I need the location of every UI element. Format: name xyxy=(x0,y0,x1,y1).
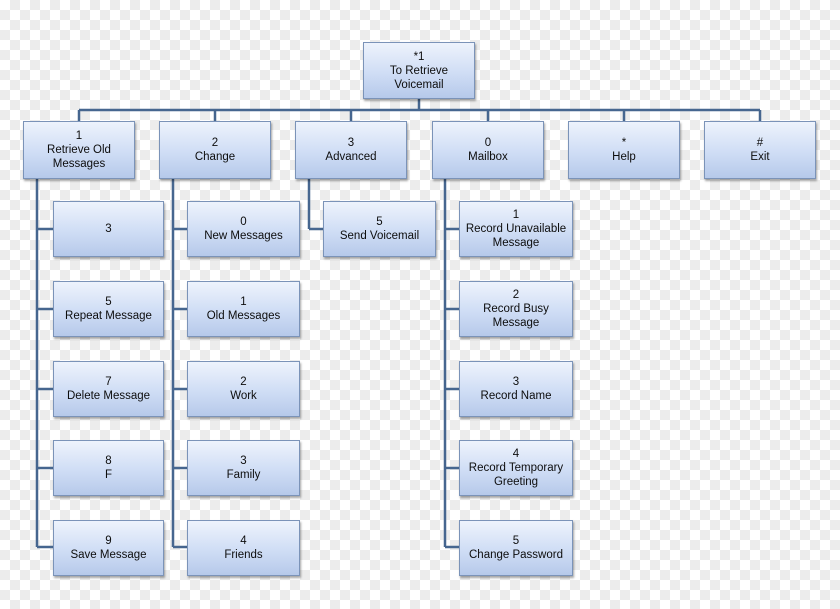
node-key: # xyxy=(756,137,764,149)
node-label: Record Unavailable Message xyxy=(465,223,567,249)
change-option-node: 0 New Messages xyxy=(187,201,300,257)
node-key: 1 xyxy=(240,296,247,308)
node-key: 2 xyxy=(211,137,219,149)
node-label: Help xyxy=(612,151,636,163)
mailbox-option-node: 1 Record Unavailable Message xyxy=(459,201,573,257)
node-label: F xyxy=(104,469,113,481)
menu-node-retrieve-old: 1 Retrieve Old Messages xyxy=(23,121,135,179)
node-label: Friends xyxy=(224,549,263,561)
node-key: 8 xyxy=(105,455,112,467)
menu-node-advanced: 3 Advanced xyxy=(295,121,407,179)
node-label: Family xyxy=(226,469,261,481)
menu-node-help: * Help xyxy=(568,121,680,179)
menu-node-change: 2 Change xyxy=(159,121,271,179)
node-key: 7 xyxy=(105,376,112,388)
node-label: Mailbox xyxy=(468,151,508,163)
menu-node-mailbox: 0 Mailbox xyxy=(432,121,544,179)
node-key: 5 xyxy=(376,216,383,228)
node-label: Old Messages xyxy=(206,310,281,322)
retrieve-option-node: 8 F xyxy=(53,440,164,496)
node-label: Record Busy Message xyxy=(483,303,549,329)
node-key: 9 xyxy=(105,535,112,547)
retrieve-option-node: 9 Save Message xyxy=(53,520,164,576)
node-key: 1 xyxy=(75,130,83,142)
change-option-node: 2 Work xyxy=(187,361,300,417)
advanced-option-node: 5 Send Voicemail xyxy=(323,201,436,257)
node-label: To Retrieve Voicemail xyxy=(389,64,449,91)
node-label: Send Voicemail xyxy=(339,230,420,242)
node-key: 2 xyxy=(512,289,520,301)
node-key: 3 xyxy=(105,223,112,235)
node-label: Advanced xyxy=(325,151,377,163)
retrieve-option-node: 5 Repeat Message xyxy=(53,281,164,337)
mailbox-option-node: 5 Change Password xyxy=(459,520,573,576)
node-key: 1 xyxy=(512,209,520,221)
node-label: Exit xyxy=(750,151,770,163)
node-key: 3 xyxy=(512,376,520,388)
node-label: Save Message xyxy=(70,549,147,561)
node-label: Record Name xyxy=(480,390,552,402)
change-option-node: 3 Family xyxy=(187,440,300,496)
node-key: * xyxy=(621,137,627,149)
node-label: Change xyxy=(194,151,236,163)
retrieve-option-node: 3 xyxy=(53,201,164,257)
node-key: 5 xyxy=(105,296,112,308)
root-node: *1 To Retrieve Voicemail xyxy=(363,42,475,99)
node-key: 4 xyxy=(512,448,520,460)
retrieve-option-node: 7 Delete Message xyxy=(53,361,164,417)
node-key: 5 xyxy=(512,535,520,547)
node-key: 0 xyxy=(240,216,247,228)
mailbox-option-node: 3 Record Name xyxy=(459,361,573,417)
node-label: Delete Message xyxy=(66,390,151,402)
node-key: 3 xyxy=(347,137,355,149)
node-label: Change Password xyxy=(469,549,563,561)
node-key: 4 xyxy=(240,535,247,547)
node-key: 2 xyxy=(240,376,247,388)
node-label: Record Temporary Greeting xyxy=(468,462,564,488)
node-key: 0 xyxy=(484,137,492,149)
node-key: *1 xyxy=(413,50,425,63)
mailbox-option-node: 2 Record Busy Message xyxy=(459,281,573,337)
change-option-node: 4 Friends xyxy=(187,520,300,576)
node-label: Repeat Message xyxy=(65,310,152,322)
node-label: Work xyxy=(230,390,257,402)
mailbox-option-node: 4 Record Temporary Greeting xyxy=(459,440,573,496)
node-key: 3 xyxy=(240,455,247,467)
node-label: New Messages xyxy=(204,230,283,242)
node-label: Retrieve Old Messages xyxy=(47,144,111,170)
change-option-node: 1 Old Messages xyxy=(187,281,300,337)
menu-node-exit: # Exit xyxy=(704,121,816,179)
